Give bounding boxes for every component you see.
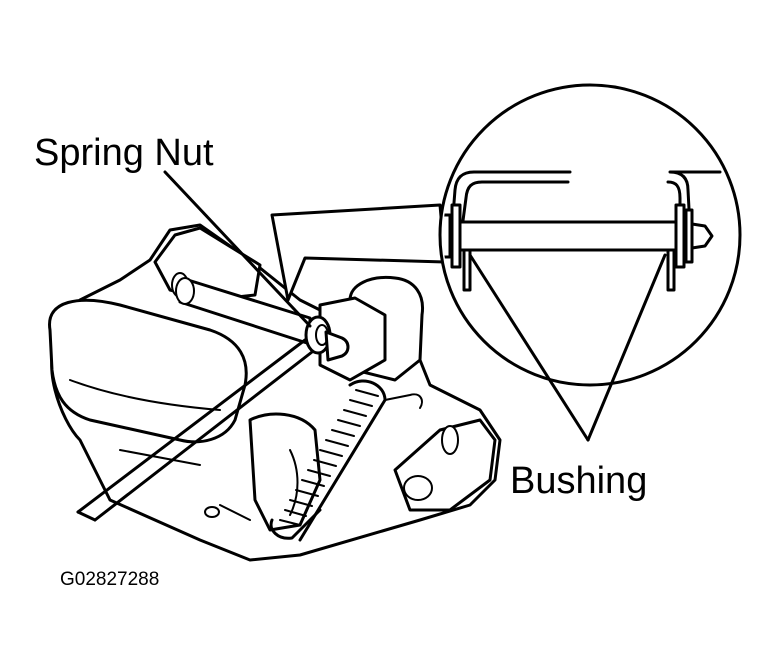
figure-code: G02827288 (60, 569, 159, 590)
bushing-label: Bushing (510, 460, 647, 502)
callout-connector (270, 203, 447, 302)
spring-nut-label: Spring Nut (34, 132, 214, 174)
leader-lines (163, 170, 667, 442)
caliper-assembly-drawing (48, 223, 502, 562)
detail-magnifier (438, 83, 742, 387)
